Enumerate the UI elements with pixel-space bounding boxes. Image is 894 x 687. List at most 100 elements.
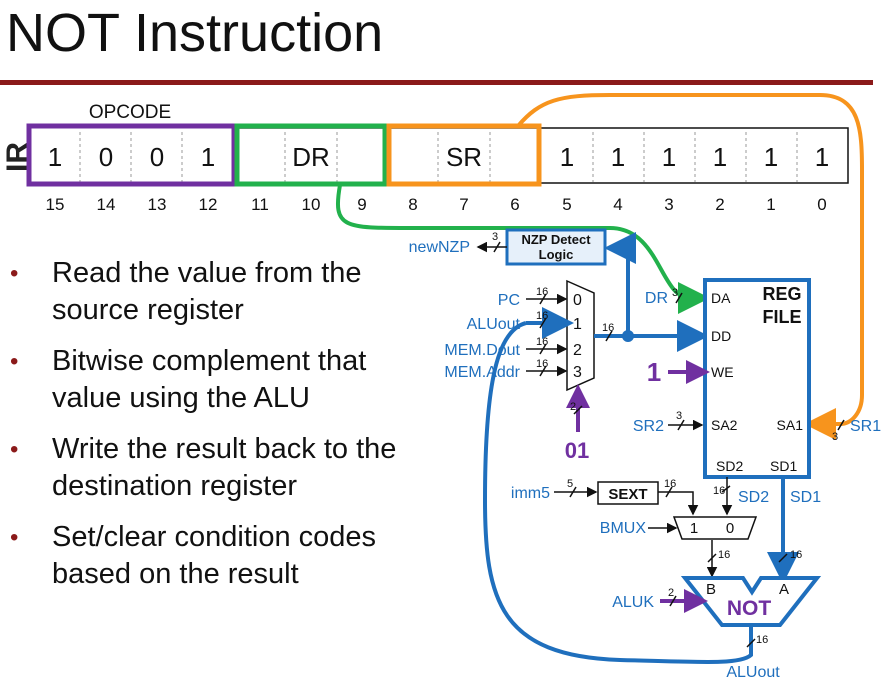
- bit-number: 7: [459, 195, 468, 214]
- reg-file-label: REG: [762, 284, 801, 304]
- width-label: 16: [756, 634, 768, 646]
- bullet-item: • Set/clear condition codes based on the …: [0, 519, 430, 593]
- ir-bit-value: 0: [150, 142, 164, 172]
- aluout-loop-wire: [482, 321, 753, 665]
- width-label: 16: [718, 549, 730, 561]
- bit-number: 10: [302, 195, 321, 214]
- bit-number: 11: [251, 195, 269, 214]
- bit-number: 6: [510, 195, 519, 214]
- reg-port-sa1: SA1: [777, 417, 804, 433]
- reg-port-sd1: SD1: [770, 458, 797, 474]
- bit-number: 3: [664, 195, 673, 214]
- ir-outline: [235, 127, 849, 184]
- dr-input-label: DR: [645, 290, 668, 307]
- alu: [680, 576, 822, 627]
- bullet-text: Set/clear condition codes based on the r…: [52, 521, 377, 590]
- mux-input-mem-dout: MEM.Dout: [444, 342, 520, 359]
- mux-input-pc: PC: [498, 292, 520, 309]
- ir-bit-value: 1: [560, 142, 574, 172]
- width-label: 16: [602, 322, 614, 334]
- aluout-label: ALUout: [726, 664, 780, 681]
- bullet-text: Read the value from the source register: [52, 257, 362, 326]
- aluk-label: ALUK: [612, 594, 654, 611]
- bmux-port: 1: [690, 520, 698, 537]
- title-divider: [0, 80, 873, 85]
- mux-port: 3: [573, 364, 582, 381]
- bit-number: 0: [817, 195, 826, 214]
- bmux: [672, 516, 758, 540]
- width-label: 16: [713, 485, 725, 497]
- sr1-label: SR1: [850, 418, 881, 435]
- register-file: [703, 278, 811, 479]
- reg-port-sd2: SD2: [716, 458, 743, 474]
- bit-number: 2: [715, 195, 724, 214]
- sr-field: [386, 123, 542, 187]
- sr1-wire: [516, 93, 864, 440]
- ir-bit-value: 1: [815, 142, 829, 172]
- sext-label: SEXT: [608, 486, 647, 503]
- alu-port-b: B: [706, 581, 716, 598]
- bit-number: 9: [357, 195, 366, 214]
- reg-file-label: FILE: [763, 307, 802, 327]
- reg-port-dd: DD: [711, 328, 731, 344]
- width-label: 16: [536, 310, 548, 322]
- width-label: 2: [668, 587, 674, 599]
- mux-select-value: 01: [565, 438, 589, 463]
- bit-number: 14: [97, 195, 116, 214]
- bit-number: 12: [199, 195, 218, 214]
- bullet-list: •Read the value from the source register…: [0, 255, 430, 607]
- bullet-dot-icon: •: [10, 436, 19, 463]
- nzp-detect-label: NZP Detect: [521, 232, 591, 247]
- bullet-text: Bitwise complement that value using the …: [52, 345, 367, 414]
- ir-dr-text: DR: [292, 142, 330, 172]
- bit-number: 4: [613, 195, 622, 214]
- dr-field: [234, 123, 388, 187]
- bullet-dot-icon: •: [10, 524, 19, 551]
- imm5-label: imm5: [511, 485, 550, 502]
- mux-port: 0: [573, 292, 582, 309]
- bullet-item: • Bitwise complement that value using the…: [0, 343, 430, 417]
- ir-bit-value: 1: [201, 142, 215, 172]
- width-label: 3: [672, 287, 678, 299]
- dr-wire: [335, 184, 710, 314]
- bus-width-ticks: [493, 241, 845, 648]
- ir-bit-value: 1: [48, 142, 62, 172]
- bullet-item: •Read the value from the source register: [0, 255, 430, 329]
- bullet-text: Write the result back to the destination…: [52, 433, 397, 502]
- mux-input-aluout: ALUout: [467, 316, 521, 333]
- width-label: 16: [536, 286, 548, 298]
- bit-number: 15: [46, 195, 65, 214]
- sd2-out-label: SD2: [738, 489, 769, 506]
- width-label: 3: [832, 431, 838, 443]
- width-label: 3: [492, 231, 498, 243]
- bmux-label: BMUX: [600, 520, 647, 537]
- newnzp-label: newNZP: [409, 239, 470, 256]
- ir-bit-dividers: [79, 132, 798, 182]
- bit-number: 8: [408, 195, 417, 214]
- ir-bit-value: 1: [662, 142, 676, 172]
- nzp-logic-label: Logic: [539, 247, 574, 262]
- reg-port-da: DA: [711, 290, 731, 306]
- width-label: 16: [536, 358, 548, 370]
- bit-number: 5: [562, 195, 571, 214]
- slide-title: NOT Instruction: [6, 3, 384, 63]
- sd1-out-label: SD1: [790, 489, 821, 506]
- bullet-dot-icon: •: [10, 348, 19, 375]
- bullet-item: • Write the result back to the destinatio…: [0, 431, 430, 505]
- mux-port: 1: [573, 316, 582, 333]
- width-label: 3: [676, 410, 682, 422]
- ir-bit-value: 0: [99, 142, 113, 172]
- alu-port-a: A: [779, 581, 789, 598]
- ir-bit-value: 1: [764, 142, 778, 172]
- width-label: 2: [570, 401, 576, 413]
- sr2-label: SR2: [633, 418, 664, 435]
- ir-bit-value: 1: [713, 142, 727, 172]
- reg-port-sa2: SA2: [711, 417, 738, 433]
- ir-bit-value: 1: [611, 142, 625, 172]
- alu-op-label: NOT: [727, 597, 772, 620]
- we-value: 1: [647, 357, 661, 387]
- width-label: 16: [790, 549, 802, 561]
- mux-to-nzp-wire: [604, 232, 636, 336]
- opcode-label: OPCODE: [89, 102, 171, 123]
